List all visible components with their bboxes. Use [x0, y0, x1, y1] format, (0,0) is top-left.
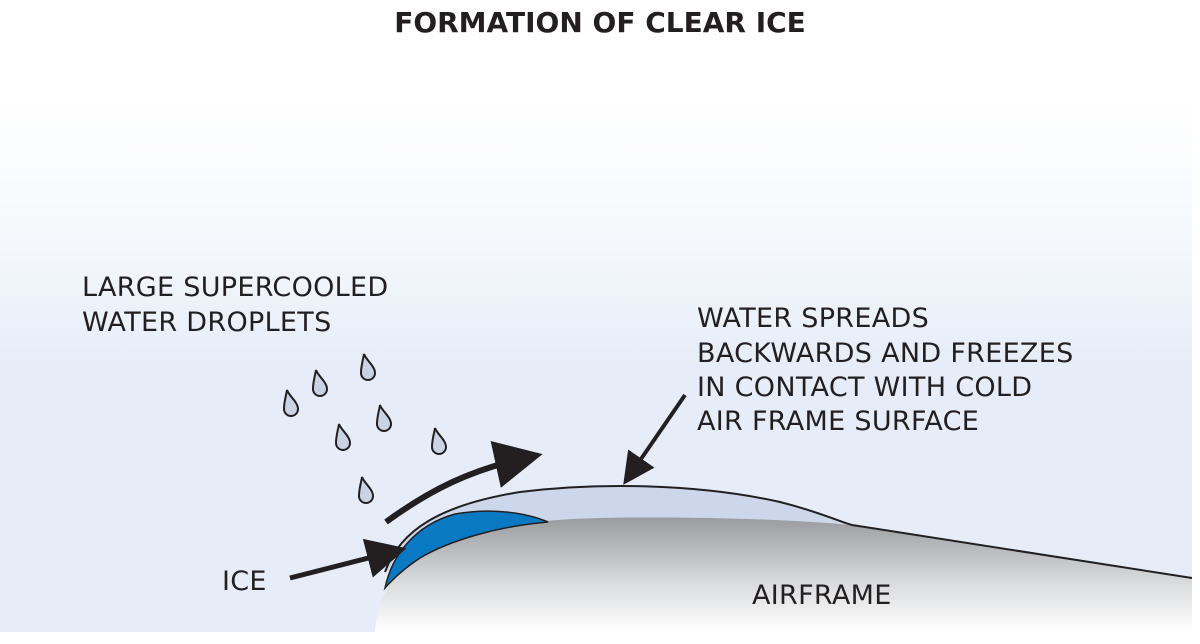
droplet-icon	[375, 404, 393, 432]
airflow-arrow	[384, 440, 543, 525]
water-pointer-arrow	[623, 393, 687, 485]
droplet-icon	[430, 427, 448, 455]
droplet-icon	[311, 369, 329, 397]
airframe-label: AIRFRAME	[752, 580, 892, 611]
water-label-line3: IN CONTACT WITH COLD	[697, 372, 1033, 403]
droplet-icon	[359, 353, 377, 381]
water-label-line4: AIR FRAME SURFACE	[697, 406, 980, 437]
droplets-label-line2: WATER DROPLETS	[82, 307, 332, 338]
diagram-title: FORMATION OF CLEAR ICE	[394, 6, 806, 39]
ice-label: ICE	[222, 566, 267, 597]
airframe	[375, 517, 1192, 632]
droplets-label-line1: LARGE SUPERCOOLED	[82, 272, 389, 303]
droplet-icon	[357, 476, 375, 504]
water-label-line1: WATER SPREADS	[697, 303, 930, 334]
water-label-line2: BACKWARDS AND FREEZES	[697, 338, 1074, 369]
droplet-icon	[282, 389, 300, 417]
ice-pointer-arrow	[289, 538, 407, 581]
droplet-icon	[334, 423, 352, 451]
ice-layer	[383, 510, 549, 591]
droplets	[282, 353, 448, 504]
water-surface-line	[384, 485, 1193, 579]
